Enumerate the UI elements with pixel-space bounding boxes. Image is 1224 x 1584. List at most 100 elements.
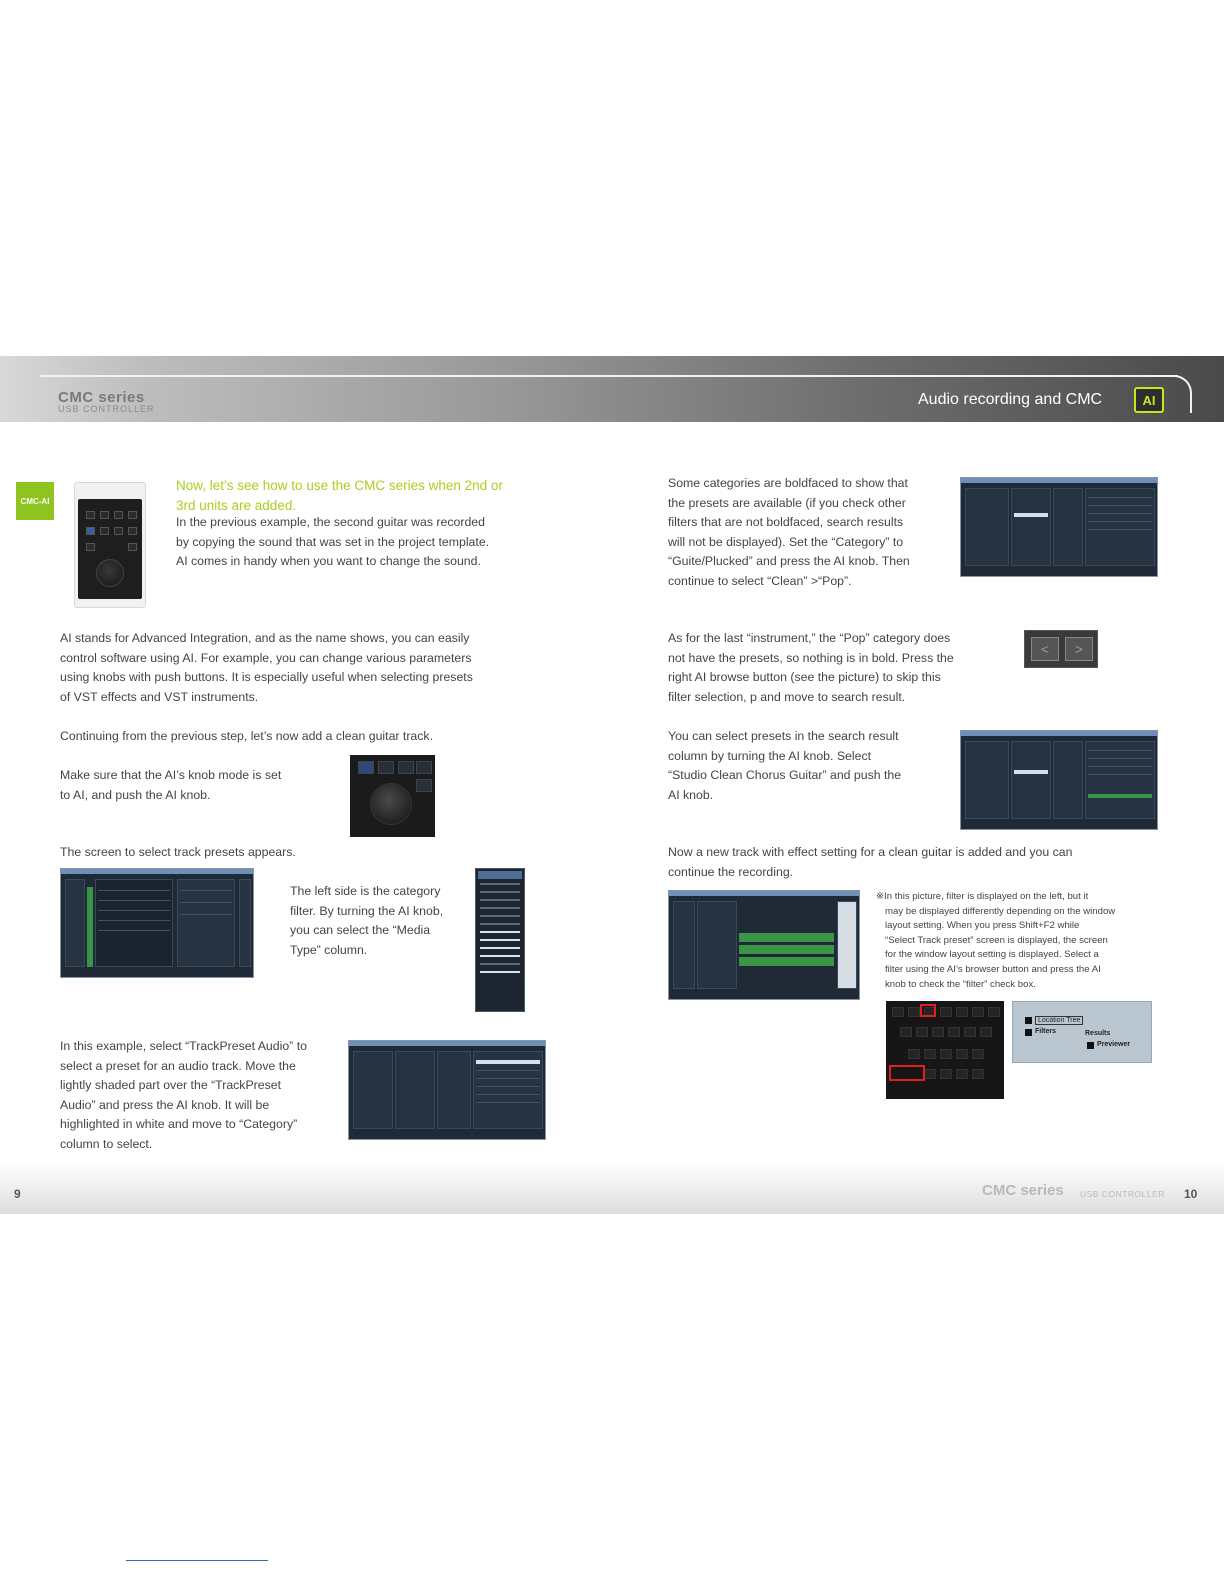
ai-knob-photo <box>350 755 435 837</box>
cmc-ai-device-image <box>74 482 146 608</box>
text-line: The screen to select track presets appea… <box>60 845 296 859</box>
text-line: will not be displayed). Set the “Categor… <box>668 534 904 549</box>
screenshot-highlight-row <box>1014 770 1048 774</box>
media-type-item <box>480 939 520 941</box>
screenshot-row <box>476 1086 540 1087</box>
text-line: right AI browse button (see the picture)… <box>668 670 941 685</box>
search-result-screenshot <box>960 730 1158 830</box>
screenshot-row <box>98 920 170 921</box>
knob-mode-paragraph: Make sure that the AI’s knob mode is set… <box>60 766 281 805</box>
text-line: Make sure that the AI’s knob mode is set <box>60 768 282 782</box>
screenshot-column <box>95 879 173 967</box>
decorative-underline <box>126 1560 268 1561</box>
text-line: by copying the sound that was set in the… <box>176 534 490 549</box>
screenshot-column <box>697 901 737 989</box>
header-brand: CMC series <box>58 389 145 406</box>
previewer-label: Previewer <box>1097 1041 1131 1048</box>
media-type-item <box>480 931 520 933</box>
screenshot-row <box>476 1070 540 1071</box>
keyboard-key <box>972 1069 984 1079</box>
category-filter-paragraph: The left side is the category filter. By… <box>290 882 443 960</box>
screenshot-column <box>1011 488 1051 566</box>
keyboard-key <box>980 1027 992 1037</box>
screenshot-row <box>1088 758 1152 759</box>
screenshot-column <box>673 901 695 989</box>
knob-photo-button <box>358 761 374 774</box>
media-type-item <box>480 923 520 925</box>
headline-line: Now, let’s see how to use the CMC series… <box>176 478 503 493</box>
media-type-item <box>480 891 520 893</box>
shift-key-highlight <box>889 1065 925 1081</box>
text-line: The left side is the category <box>290 884 441 898</box>
device-button <box>128 543 137 551</box>
text-line: AI comes in handy when you want to chang… <box>176 554 481 569</box>
window-layout-panel-image: Location Tree Filters Results Previewer <box>1012 1001 1152 1063</box>
text-line: filter selection, p and move to search r… <box>668 689 906 704</box>
checkbox-checked-icon <box>1025 1029 1032 1036</box>
media-type-item <box>480 899 520 901</box>
text-line: using knobs with push buttons. It is esp… <box>60 670 473 685</box>
screenshot-column <box>965 741 1009 819</box>
device-button <box>114 511 123 519</box>
screenshot-highlight-row <box>1014 513 1048 517</box>
screenshot-row <box>1088 750 1152 751</box>
knob-photo-button <box>378 761 394 774</box>
boldfaced-paragraph: Some categories are boldfaced to show th… <box>668 474 910 592</box>
text-line: AI knob. <box>668 787 714 802</box>
screenshot-column <box>353 1051 393 1129</box>
screenshot-column <box>1085 741 1155 819</box>
results-label: Results <box>1085 1030 1111 1037</box>
screenshot-row <box>180 902 232 903</box>
text-line: ※In this picture, filter is displayed on… <box>876 891 1089 902</box>
text-line: AI stands for Advanced Integration, and … <box>60 631 470 645</box>
screenshot-column <box>395 1051 435 1129</box>
text-line: Continuing from the previous step, let’s… <box>60 729 433 743</box>
keyboard-key <box>908 1049 920 1059</box>
screenshot-row <box>98 930 170 931</box>
media-type-item <box>480 963 520 965</box>
text-line: In this example, select “TrackPreset Aud… <box>60 1039 307 1053</box>
header-rule <box>40 375 1178 377</box>
category-screenshot <box>960 477 1158 577</box>
screenshot-column <box>837 901 857 989</box>
text-line: “Studio Clean Chorus Guitar” and push th… <box>668 768 902 783</box>
intro-paragraph: In the previous example, the second guit… <box>176 513 489 572</box>
screen-appears-paragraph: The screen to select track presets appea… <box>60 843 296 863</box>
text-line: filters that are not boldfaced, search r… <box>668 515 904 530</box>
text-line: Some categories are boldfaced to show th… <box>668 476 908 490</box>
screenshot-column <box>1053 741 1083 819</box>
location-tree-label: Location Tree <box>1035 1016 1084 1025</box>
preset-browser-screenshot <box>348 1040 546 1140</box>
device-knob <box>96 559 124 587</box>
track-preset-screenshot <box>60 868 254 978</box>
knob-photo-knob <box>370 783 412 825</box>
screenshot-column <box>965 488 1009 566</box>
checkbox-icon <box>1025 1017 1032 1024</box>
text-line: “Select Track preset” screen is displaye… <box>885 934 1108 946</box>
text-line: knob to check the “filter” check box. <box>885 978 1036 990</box>
device-button <box>100 511 109 519</box>
device-panel <box>78 499 142 599</box>
keyboard-key <box>940 1007 952 1017</box>
text-line: you can select the “Media <box>290 923 431 938</box>
screenshot-row <box>1088 529 1152 530</box>
text-line: Now a new track with effect setting for … <box>668 845 1073 859</box>
screenshot-track-color <box>87 887 93 967</box>
text-line: filter. By turning the AI knob, <box>290 903 444 918</box>
text-line: select a preset for an audio track. Move… <box>60 1058 296 1073</box>
screenshot-track-clip <box>739 957 834 966</box>
text-line: continue the recording. <box>668 864 794 879</box>
screenshot-row <box>98 900 170 901</box>
section-tab: CMC-AI <box>16 482 54 520</box>
text-line: filter using the AI’s browser button and… <box>885 963 1101 975</box>
text-line: “Guite/Plucked” and press the AI knob. T… <box>668 554 910 569</box>
keyboard-key <box>892 1007 904 1017</box>
keyboard-key <box>956 1049 968 1059</box>
device-button <box>86 511 95 519</box>
screenshot-column <box>65 879 85 967</box>
text-line: column to select. <box>60 1136 153 1151</box>
media-type-item <box>480 955 520 957</box>
new-track-screenshot <box>668 890 860 1000</box>
header-band <box>0 356 1224 422</box>
screenshot-column <box>473 1051 543 1129</box>
